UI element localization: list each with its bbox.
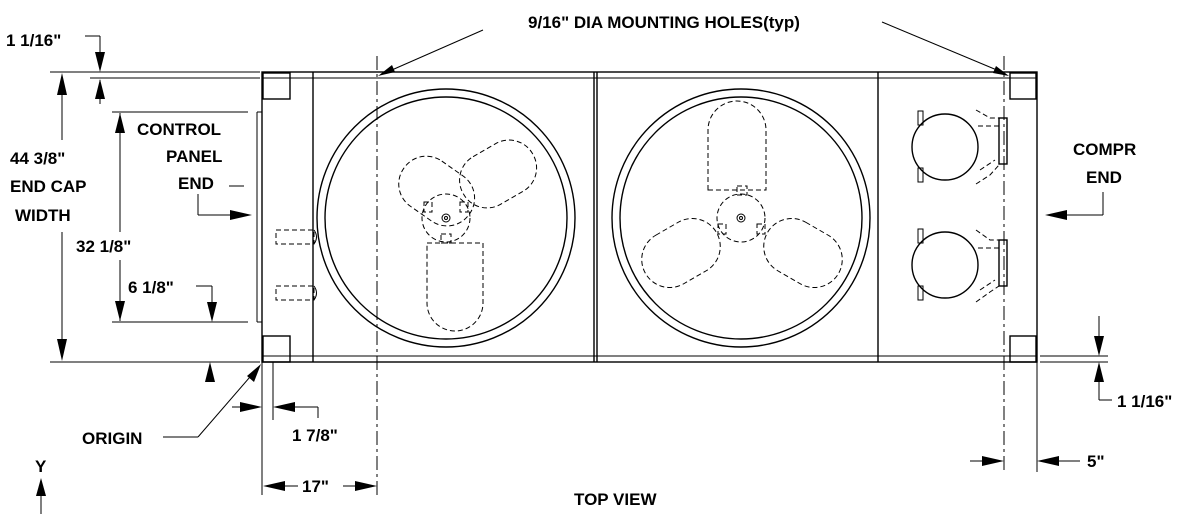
y-axis-label: Y [35, 457, 47, 476]
dim-bottom-right-offset: 1 1/16" [1040, 316, 1172, 411]
compressor-end: COMPR END [1045, 140, 1136, 220]
compressor-upper [911, 109, 1008, 185]
connector-lower [275, 285, 315, 301]
lower-offset-label: 6 1/8" [128, 278, 174, 297]
dim-end-cap-width: 44 3/8" END CAP WIDTH [10, 71, 260, 363]
dim-top-left-offset: 1 1/16" [6, 31, 260, 104]
y-axis-indicator: Y [35, 457, 47, 514]
right-hole-offset-label: 5" [1087, 452, 1105, 471]
dim-left-hole-spacing: 17" [263, 477, 377, 496]
compressor-lower [911, 228, 1008, 303]
corner-post-top-left [262, 72, 291, 100]
corner-post-top-right [1009, 72, 1037, 100]
dim-hole-x-offset: 1 7/8" [205, 362, 338, 495]
control-panel-line3: END [178, 174, 214, 193]
control-panel-end: CONTROL PANEL END [137, 120, 252, 220]
compr-end-line1: COMPR [1073, 140, 1136, 159]
mounting-holes-leader: 9/16" DIA MOUNTING HOLES(typ) [378, 13, 1009, 76]
inner-height-label: 32 1/8" [76, 237, 131, 256]
dim-right-hole-offset: 5" [970, 362, 1105, 472]
origin-label: ORIGIN [82, 429, 142, 448]
connector-upper [275, 229, 315, 245]
origin-callout: ORIGIN [82, 364, 261, 448]
hole-centerlines [376, 56, 1005, 495]
bottom-right-offset-label: 1 1/16" [1117, 392, 1172, 411]
corner-post-bottom-left [262, 335, 291, 363]
fan-right [611, 88, 871, 348]
fan-left [316, 88, 576, 348]
end-cap-width-value: 44 3/8" [10, 149, 65, 168]
dim-inner-height: 32 1/8" [76, 111, 248, 323]
dim-lower-offset: 6 1/8" [128, 278, 217, 322]
control-panel-line1: CONTROL [137, 120, 221, 139]
corner-post-bottom-right [1009, 335, 1037, 363]
left-hole-spacing-label: 17" [302, 477, 329, 496]
unit-frame [261, 71, 1038, 363]
end-cap-width-line2: END CAP [10, 177, 87, 196]
hole-x-offset-label: 1 7/8" [292, 426, 338, 445]
compr-end-line2: END [1086, 168, 1122, 187]
top-left-offset-label: 1 1/16" [6, 31, 61, 50]
mounting-holes-note: 9/16" DIA MOUNTING HOLES(typ) [528, 13, 800, 32]
end-cap-width-line3: WIDTH [15, 206, 71, 225]
unit-outline [256, 71, 1038, 363]
view-title: TOP VIEW [574, 490, 657, 509]
control-panel-line2: PANEL [166, 147, 222, 166]
